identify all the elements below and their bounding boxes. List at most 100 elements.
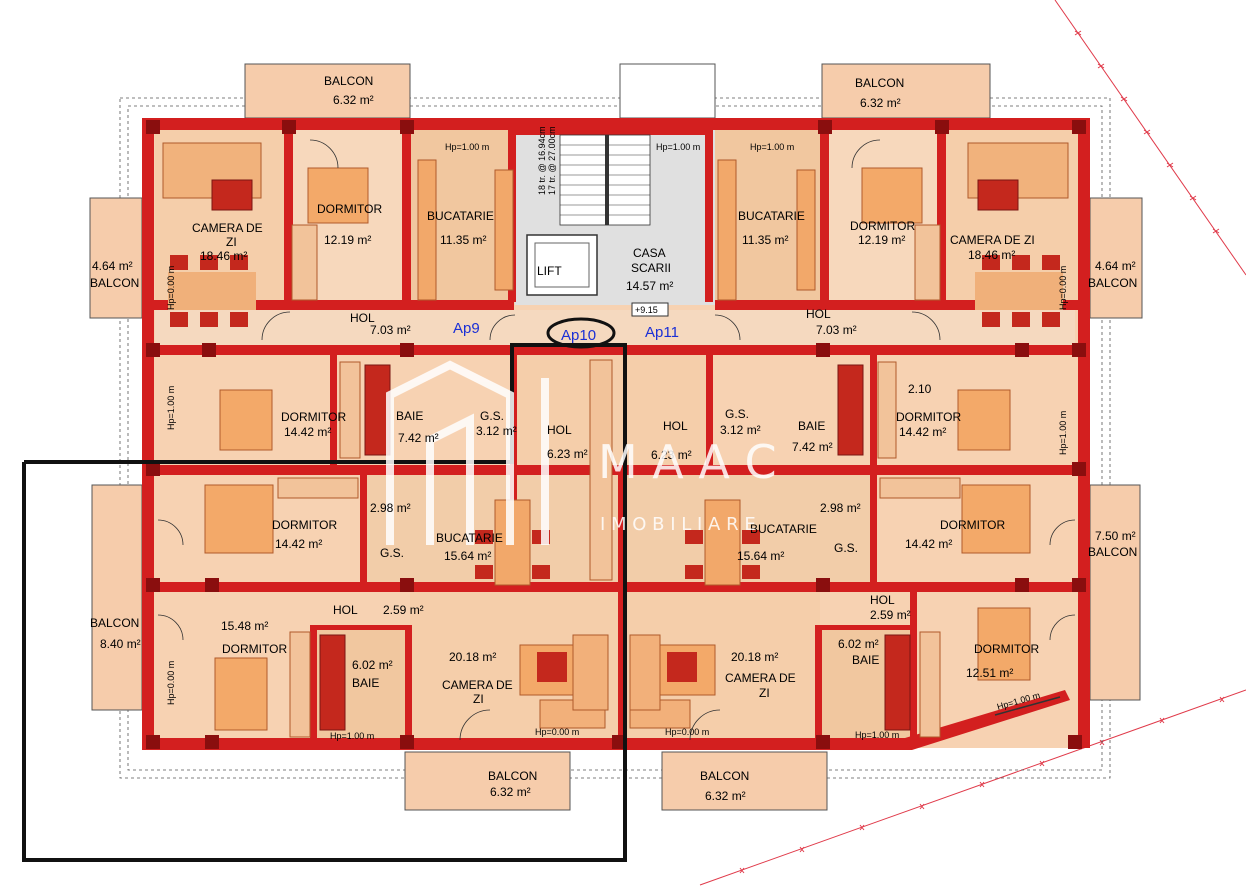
ap9-bedroom-area: 12.19 m² <box>324 233 371 247</box>
ap11-kitchen-area: 11.35 m² <box>742 233 788 247</box>
ap12-bath-label: BAIE <box>852 653 879 667</box>
balcony-left-lower <box>91 484 143 711</box>
ap9-wc-area: 3.12 m² <box>476 424 517 438</box>
stair-hp: Hp=1.00 m <box>656 142 700 152</box>
balcony-left-lower-name: BALCON <box>90 616 139 630</box>
columns <box>146 120 1086 749</box>
watermark-logo <box>386 360 549 545</box>
ap10-hp-side: Hp=0.00 m <box>166 661 176 705</box>
ap9-bath-label: BAIE <box>396 409 423 423</box>
balcony-top-right-area: 6.32 m² <box>860 96 901 110</box>
balcony-right-upper-area: 4.64 m² <box>1095 259 1136 273</box>
apartment-label-ap11: Ap11 <box>645 324 679 341</box>
balcony-right-lower-area: 7.50 m² <box>1095 529 1136 543</box>
ap10-bedroom2-label: DORMITOR <box>222 642 287 656</box>
balcony-right-lower-name: BALCON <box>1088 545 1137 559</box>
ap12-wc-area: 2.98 m² <box>820 501 861 515</box>
ap9-living-label-2: ZI <box>226 235 237 249</box>
ap9-hp-side2: Hp=1.00 m <box>166 386 176 430</box>
watermark-sub: I M O B I L I A R E <box>600 514 756 535</box>
balcony-left-upper-area: 4.64 m² <box>92 259 133 273</box>
balcony-bottom-left <box>404 751 571 811</box>
ap11-hp-side: Hp=0.00 m <box>1058 266 1068 310</box>
ap9-hall-area: 7.03 m² <box>370 323 411 337</box>
ap9-wc-label: G.S. <box>480 409 504 423</box>
ap11-bath-area: 7.42 m² <box>792 440 833 454</box>
balcony-left-lower-area: 8.40 m² <box>100 637 141 651</box>
ap11-wc-area: 3.12 m² <box>720 423 761 437</box>
ap10-hp-living: Hp=0.00 m <box>535 727 579 737</box>
ap10-hall2-area: 2.59 m² <box>383 603 424 617</box>
ap12-wc-label: G.S. <box>834 541 858 555</box>
ap11-kitchen-label: BUCATARIE <box>738 209 805 223</box>
ap10-wc-label: G.S. <box>380 546 404 560</box>
ap12-bath-area: 6.02 m² <box>838 637 879 651</box>
balcony-bottom-left-name: BALCON <box>488 769 537 783</box>
stair-note-2: 17 tr. @ 27.00cm <box>547 126 557 195</box>
balcony-right-upper-name: BALCON <box>1088 276 1137 290</box>
ap9-bedroom-label: DORMITOR <box>317 202 382 216</box>
balcony-bottom-left-area: 6.32 m² <box>490 785 531 799</box>
stair-well <box>516 125 711 317</box>
watermark-brand: M A A C <box>598 435 777 489</box>
balconies <box>89 63 1143 811</box>
ap12-bedroom2-area: 12.51 m² <box>966 666 1013 680</box>
ap11-bedroom2-label: DORMITOR <box>896 410 961 424</box>
ap11-hall2-label: HOL <box>663 419 688 433</box>
ap11-bedroom-label: DORMITOR <box>850 219 915 233</box>
ap10-hp-bath: Hp=1.00 m <box>330 731 374 741</box>
ap12-living-label-2: ZI <box>759 686 770 700</box>
ap12-kitchen-label: BUCATARIE <box>750 522 817 536</box>
ap11-bath-label: BAIE <box>798 419 825 433</box>
ap11-hp-side2: Hp=1.00 m <box>1058 411 1068 455</box>
ap11-hall2-area: 6.23 m² <box>651 448 692 462</box>
balcony-left-upper-name: BALCON <box>90 276 139 290</box>
ap10-bath-area: 6.02 m² <box>352 658 393 672</box>
ap12-bedroom-label: DORMITOR <box>940 518 1005 532</box>
balcony-top-right <box>821 63 991 119</box>
ap10-bedroom-area: 14.42 m² <box>275 537 322 551</box>
ap9-living-label-1: CAMERA DE <box>192 221 263 235</box>
ap12-hp-corner: Hp=1.00 m <box>996 690 1041 712</box>
ap10-wc-area: 2.98 m² <box>370 501 411 515</box>
ap9-bedroom2-label: DORMITOR <box>281 410 346 424</box>
ap10-living-label-2: ZI <box>473 692 484 706</box>
ap11-bedroom2-area: 14.42 m² <box>899 425 946 439</box>
ap12-living-area: 20.18 m² <box>731 650 778 664</box>
ap12-hall-area: 2.59 m² <box>870 608 911 622</box>
balcony-right-upper <box>1089 197 1143 319</box>
boundary-marks <box>739 30 1225 874</box>
stair-note-1: 18 tr. @ 16.94cm <box>537 126 547 195</box>
ap11-bedroom-area: 12.19 m² <box>858 233 905 247</box>
ap11-kitchen-hp: Hp=1.00 m <box>750 142 794 152</box>
doors <box>157 139 1076 741</box>
balcony-left-upper <box>89 197 143 319</box>
ap10-circle <box>546 317 616 349</box>
balcony-right-lower <box>1089 484 1141 701</box>
balcony-top-left-name: BALCON <box>324 74 373 88</box>
ap9-bath-area: 7.42 m² <box>398 431 439 445</box>
stair-name-2: SCARII <box>631 261 671 275</box>
stair-name-1: CASA <box>633 246 666 260</box>
outer-outline <box>119 97 1111 779</box>
ap9-living-area: 18.46 m² <box>200 249 247 263</box>
balcony-bottom-right-area: 6.32 m² <box>705 789 746 803</box>
lift-label: LIFT <box>537 264 562 278</box>
ap9-kitchen-hp: Hp=1.00 m <box>445 142 489 152</box>
ap9-kitchen-area: 11.35 m² <box>440 233 486 247</box>
ap12-hp-living: Hp=0.00 m <box>665 727 709 737</box>
ap12-kitchen-area: 15.64 m² <box>737 549 784 563</box>
ap10-hall2-label: HOL <box>333 603 358 617</box>
ap12-hall-label: HOL <box>870 593 895 607</box>
ap11-hall-label: HOL <box>806 307 831 321</box>
ap10-hall-label: HOL <box>547 423 572 437</box>
furniture <box>162 142 1069 738</box>
site-boundary <box>699 0 1246 886</box>
ap10-bath-label: BAIE <box>352 676 379 690</box>
ap9-hall-label: HOL <box>350 311 375 325</box>
stair-area: 14.57 m² <box>626 279 673 293</box>
ap12-bedroom-area: 14.42 m² <box>905 537 952 551</box>
stair-level: +9.15 <box>635 305 658 315</box>
